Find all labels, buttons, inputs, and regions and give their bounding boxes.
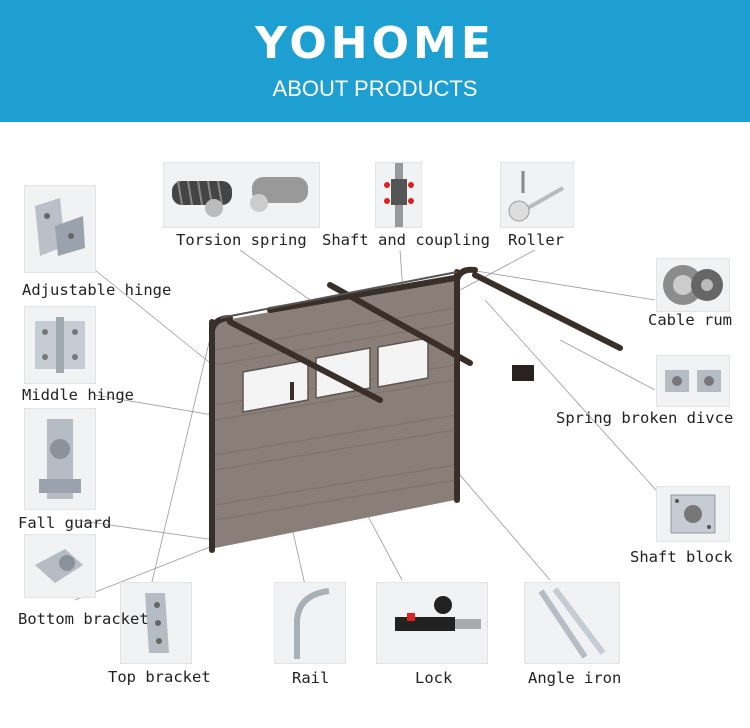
- page-subtitle: ABOUT PRODUCTS: [272, 76, 478, 101]
- fall-guard-image: [24, 408, 96, 510]
- cable-rum-image: [656, 258, 730, 312]
- bottom-bracket-image: [24, 534, 96, 598]
- shaft-and-coupling-image: [375, 162, 422, 228]
- label-fall-guard: Fall guard: [18, 514, 112, 532]
- label-torsion-spring: Torsion spring: [176, 231, 307, 249]
- opener-unit: [512, 365, 534, 381]
- label-roller: Roller: [508, 231, 564, 249]
- garage-door-diagram: [74, 249, 666, 601]
- label-top-bracket: Top bracket: [108, 668, 211, 686]
- door-frame: [209, 266, 623, 553]
- brand-logo: YOHOME: [255, 18, 495, 69]
- label-angle-iron: Angle iron: [528, 669, 622, 687]
- label-shaft-and-coupling: Shaft and coupling: [322, 231, 490, 249]
- adjustable-hinge-image: [24, 185, 96, 273]
- lock-image: [376, 582, 488, 664]
- label-spring-broken-divce: Spring broken divce: [556, 409, 734, 427]
- label-bottom-bracket: Bottom bracket: [18, 610, 149, 628]
- label-cable-rum: Cable rum: [648, 311, 732, 329]
- label-middle-hinge: Middle hinge: [22, 386, 134, 404]
- shaft-block-image: [656, 486, 730, 542]
- roller-image: [500, 162, 574, 228]
- rail-image: [274, 582, 346, 664]
- label-shaft-block: Shaft block: [630, 548, 733, 566]
- label-adjustable-hinge: Adjustable hinge: [22, 281, 172, 299]
- angle-iron-image: [524, 582, 620, 664]
- spring-broken-divce-image: [656, 355, 730, 407]
- top-bracket-image: [120, 582, 192, 664]
- header-banner: YOHOME ABOUT PRODUCTS: [0, 0, 750, 122]
- torsion-spring-image: [163, 162, 320, 228]
- door-windows: [242, 337, 429, 413]
- label-rail: Rail: [292, 669, 330, 687]
- label-lock: Lock: [415, 669, 453, 687]
- door-panel: [215, 278, 455, 548]
- middle-hinge-image: [24, 306, 96, 384]
